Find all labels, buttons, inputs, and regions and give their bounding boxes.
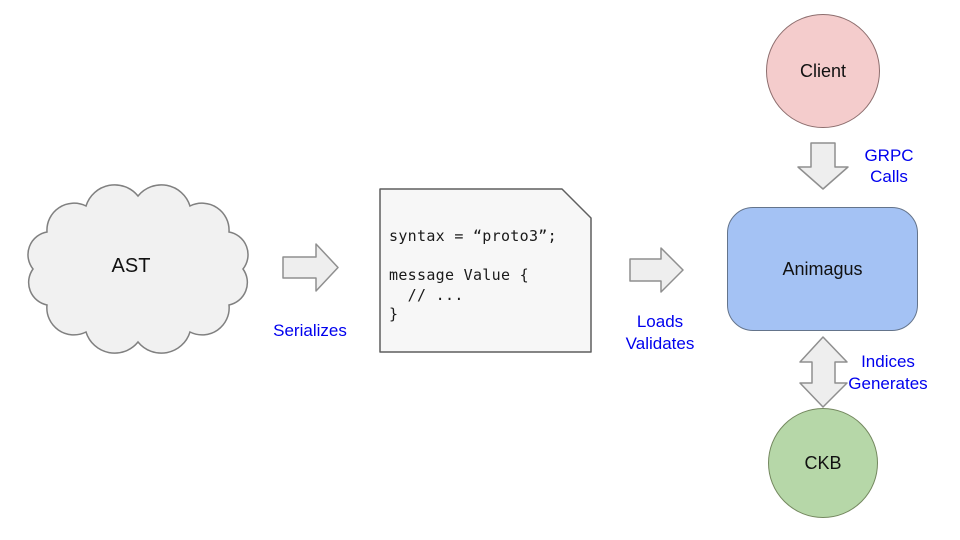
indices-generates-arrow-updown-icon <box>799 336 848 408</box>
animagus-node: Animagus <box>727 207 918 331</box>
edge-label-line: Generates <box>848 374 928 393</box>
ast-cloud-shape <box>27 184 249 354</box>
ckb-node-label: CKB <box>804 452 842 473</box>
loads-validates-arrow-right-icon <box>629 247 684 293</box>
edge-label-line: Indices <box>861 352 915 371</box>
animagus-node-label: Animagus <box>782 258 863 279</box>
edge-label-line: Calls <box>870 167 908 186</box>
edge-label-line: Loads <box>636 312 684 331</box>
ckb-node: CKB <box>768 408 878 518</box>
proto-code-text: syntax = “proto3”; message Value { // ..… <box>389 227 557 323</box>
grpc-calls-arrow-down-icon <box>797 142 849 190</box>
edge-label-line: GRPC <box>864 146 914 165</box>
edge-label-line: Serializes <box>273 321 347 340</box>
serializes-arrow-right-icon <box>282 243 339 292</box>
indices-generates-edge-label: Indices Generates <box>836 351 940 395</box>
edge-label-line: Validates <box>625 334 695 353</box>
proto-file-note-shape <box>379 188 592 353</box>
loads-validates-edge-label: Loads Validates <box>608 311 712 355</box>
client-node: Client <box>766 14 880 128</box>
client-node-label: Client <box>799 60 847 81</box>
ast-node-label: AST <box>111 255 151 277</box>
grpc-calls-edge-label: GRPC Calls <box>848 145 930 187</box>
serializes-edge-label: Serializes <box>255 321 365 341</box>
